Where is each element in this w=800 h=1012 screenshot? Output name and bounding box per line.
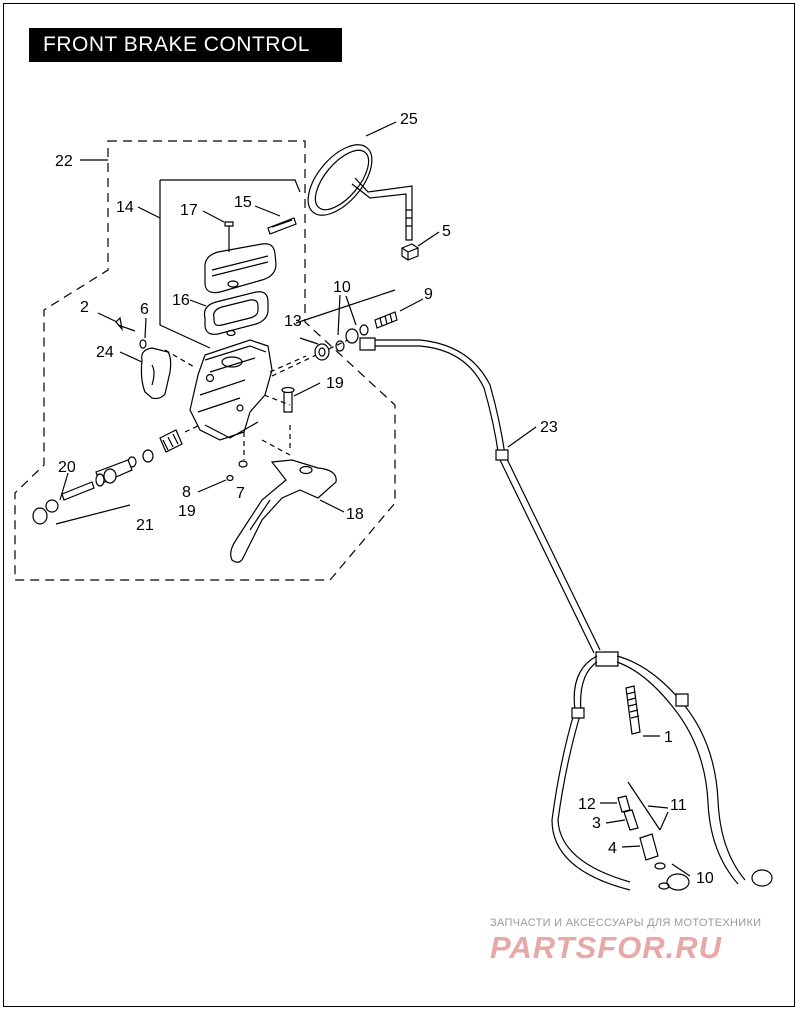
bleeder-12 xyxy=(617,795,631,813)
cover-plate xyxy=(267,217,297,235)
callout-18: 18 xyxy=(346,506,364,523)
mirror-25 xyxy=(307,144,413,241)
washer-10-lower-a xyxy=(654,862,666,870)
callout-20: 20 xyxy=(58,459,76,476)
leader-5 xyxy=(417,231,440,247)
callout-8: 8 xyxy=(182,484,191,501)
leader-20 xyxy=(59,472,69,501)
seal-13 xyxy=(314,343,330,361)
washer-8 xyxy=(226,474,234,482)
washer-10-mid xyxy=(345,328,359,344)
leader-18 xyxy=(319,499,345,513)
leader-14 xyxy=(137,206,161,219)
leader-16 xyxy=(189,299,207,307)
watermark-caption: ЗАПЧАСТИ И АКСЕССУАРЫ ДЛЯ МОТОТЕХНИКИ xyxy=(490,917,762,929)
pivot-pin-19 xyxy=(281,386,295,413)
callout-17: 17 xyxy=(180,202,198,219)
leader-21 xyxy=(55,504,131,525)
callout-7: 7 xyxy=(236,485,245,502)
leader-19-upper xyxy=(293,382,321,397)
leader-23 xyxy=(507,426,537,448)
callout-19-lower: 19 xyxy=(178,503,196,520)
callout-10-top: 10 xyxy=(333,279,351,296)
master-cylinder-body xyxy=(189,339,273,441)
piston-assembly-21 xyxy=(32,429,183,525)
clamp-24 xyxy=(140,347,172,400)
callout-9: 9 xyxy=(424,286,433,303)
leader-17 xyxy=(202,210,225,223)
washer-10-right xyxy=(359,324,369,336)
callout-19-upper: 19 xyxy=(326,375,344,392)
callout-2: 2 xyxy=(80,299,89,316)
leader-9 xyxy=(399,298,424,312)
leader-11 xyxy=(647,805,669,809)
page-title: FRONT BRAKE CONTROL xyxy=(43,33,310,56)
screw-2 xyxy=(115,316,136,332)
assembly-boundary xyxy=(14,140,396,581)
callout-23: 23 xyxy=(540,419,558,436)
callout-4: 4 xyxy=(608,840,617,857)
lever-18 xyxy=(230,459,337,563)
callout-24: 24 xyxy=(96,344,114,361)
callout-14: 14 xyxy=(116,199,134,216)
leader-10-top xyxy=(337,294,357,336)
leader-6 xyxy=(144,317,147,339)
callout-10-lower: 10 xyxy=(696,870,714,887)
leader-8 xyxy=(197,479,227,493)
washer-6 xyxy=(139,339,147,349)
brake-line-23 xyxy=(359,337,773,891)
leader-25 xyxy=(365,121,397,137)
callout-12: 12 xyxy=(578,796,596,813)
leader-24 xyxy=(119,351,143,363)
reservoir-cover xyxy=(204,243,277,294)
leader-15 xyxy=(254,205,281,217)
callout-16: 16 xyxy=(172,292,190,309)
leader-4 xyxy=(621,845,641,848)
washer-10-lower-b xyxy=(658,882,670,890)
bracket-14 xyxy=(159,179,301,349)
leader-3 xyxy=(605,819,626,824)
callout-labels: 1 2 3 4 5 6 7 8 9 10 10 11 12 13 14 15 1… xyxy=(55,111,714,887)
valve-3 xyxy=(623,809,639,831)
callout-25: 25 xyxy=(400,111,418,128)
washer-10-left xyxy=(335,340,345,352)
nut-5 xyxy=(401,243,419,261)
banjo-bolt-9 xyxy=(374,311,398,329)
watermark-logo: PARTSFOR.RU xyxy=(490,930,723,965)
callout-13: 13 xyxy=(284,313,302,330)
leader-10-lower xyxy=(671,863,691,877)
callout-21: 21 xyxy=(136,517,154,534)
fitting-4 xyxy=(639,833,659,861)
callout-22: 22 xyxy=(55,153,73,170)
diagram-frame xyxy=(3,3,795,1007)
bracket-11 xyxy=(627,781,669,831)
washer-7 xyxy=(238,460,248,468)
callout-1: 1 xyxy=(664,729,673,746)
leader-2 xyxy=(97,312,118,323)
callout-5: 5 xyxy=(442,223,451,240)
bolt-1 xyxy=(625,685,641,735)
callout-11: 11 xyxy=(670,797,687,814)
callout-15: 15 xyxy=(234,194,252,211)
callout-6: 6 xyxy=(140,301,149,318)
screw-17 xyxy=(224,221,234,252)
callout-3: 3 xyxy=(592,815,601,832)
diaphragm-16 xyxy=(203,291,269,337)
leader-13 xyxy=(299,337,319,345)
title-bar: FRONT BRAKE CONTROL xyxy=(29,28,342,62)
